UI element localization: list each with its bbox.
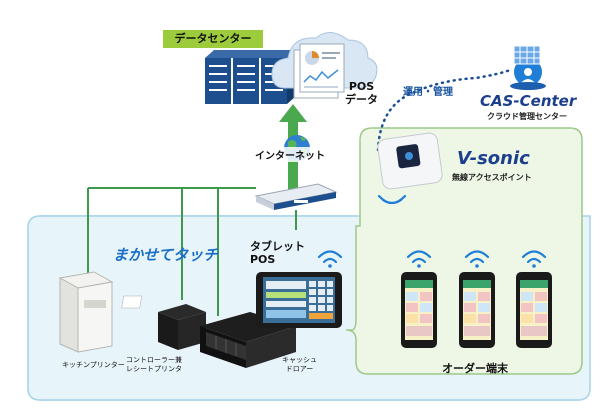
smartphone-icon [459, 272, 495, 348]
tablet-pos-label: タブレット POS [250, 240, 305, 266]
phone-wifi-icon [406, 250, 547, 264]
access-point-icon [377, 132, 443, 190]
cash-drawer-label: キャッシュ ドロアー [282, 356, 317, 374]
tablet-icon [256, 272, 342, 328]
document-icon [293, 43, 345, 99]
cas-center-icon [510, 45, 546, 90]
management-link [376, 68, 512, 152]
cas-center-name: CAS-Center [480, 92, 577, 110]
cash-drawer-line1: キャッシュ [282, 356, 317, 364]
controller-printer-label: コントローラー兼 レシートプリンタ [126, 356, 182, 374]
phone-wifi-dots [417, 264, 536, 268]
smartphone-icon [516, 272, 552, 348]
tablet-wifi-icon [317, 250, 343, 268]
operation-management-label: 運用・管理 [403, 87, 453, 98]
vsonic-name: V-sonic [457, 148, 530, 169]
smartphone-icon [401, 272, 437, 348]
pos-data-line1: POS [348, 80, 375, 93]
receipt-printer-icon [121, 295, 206, 350]
cas-center-subtitle: クラウド管理センター [487, 112, 567, 121]
controller-line2: レシートプリンタ [126, 365, 182, 373]
pos-data-label: POS データ [345, 80, 378, 106]
pos-data-line2: データ [345, 93, 378, 106]
order-terminal-label: オーダー端末 [442, 362, 508, 375]
controller-line1: コントローラー兼 [126, 356, 182, 364]
tablet-pos-line2: POS [250, 253, 276, 266]
tablet-pos-line1: タブレット [250, 240, 305, 253]
internet-label: インターネット [255, 147, 325, 162]
makase-touch-logo: まかせてタッチ [113, 246, 219, 264]
wired-network-lines [87, 187, 297, 316]
router-icon [254, 183, 338, 210]
wifi-icon [377, 194, 407, 205]
kitchen-printer-label: キッチンプリンター [62, 361, 125, 369]
printer-icon [58, 271, 114, 353]
data-center-label: データセンター [163, 30, 263, 48]
vsonic-subtitle: 無線アクセスポイント [452, 173, 532, 182]
cash-drawer-line2: ドロアー [285, 365, 314, 373]
